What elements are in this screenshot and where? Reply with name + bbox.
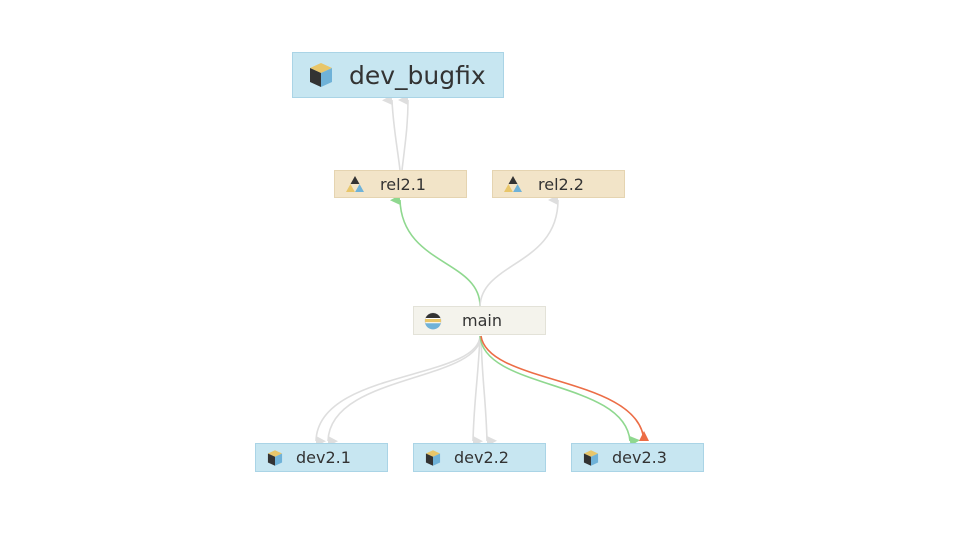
edge-main-dev22[interactable] bbox=[472, 335, 497, 446]
stream-node-dev2-2[interactable]: dev2.2 bbox=[413, 443, 546, 472]
stream-node-dev-bugfix[interactable]: dev_bugfix bbox=[292, 52, 504, 98]
release-stream-icon bbox=[504, 175, 522, 193]
edge-rel21-devbugfix[interactable] bbox=[382, 95, 409, 171]
stream-label: dev2.2 bbox=[454, 448, 509, 467]
stream-node-dev2-3[interactable]: dev2.3 bbox=[571, 443, 704, 472]
release-stream-icon bbox=[346, 175, 364, 193]
stream-label: rel2.1 bbox=[380, 174, 426, 194]
stream-node-rel2-1[interactable]: rel2.1 bbox=[334, 170, 467, 198]
development-stream-icon bbox=[307, 61, 335, 89]
stream-node-rel2-2[interactable]: rel2.2 bbox=[492, 170, 625, 198]
edge-main-dev21[interactable] bbox=[315, 335, 482, 446]
development-stream-icon bbox=[424, 449, 442, 467]
development-stream-icon bbox=[266, 449, 284, 467]
development-stream-icon bbox=[582, 449, 600, 467]
stream-node-dev2-1[interactable]: dev2.1 bbox=[255, 443, 388, 472]
stream-node-main[interactable]: main bbox=[413, 306, 546, 335]
mainline-stream-icon bbox=[424, 312, 442, 330]
edge-main-rel21[interactable] bbox=[390, 195, 481, 307]
stream-label: dev2.1 bbox=[296, 448, 351, 467]
stream-label: dev_bugfix bbox=[349, 60, 486, 90]
stream-label: dev2.3 bbox=[612, 448, 667, 467]
stream-label: main bbox=[462, 311, 502, 330]
edge-main-rel22[interactable] bbox=[479, 195, 559, 307]
stream-label: rel2.2 bbox=[538, 174, 584, 194]
edge-main-dev23[interactable] bbox=[479, 335, 649, 446]
